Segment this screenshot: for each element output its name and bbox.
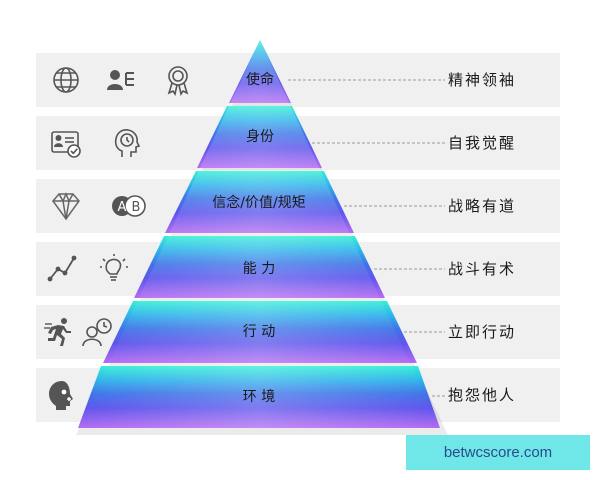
- tier-label-5: 行 动: [242, 324, 276, 340]
- tier-2-icons: [36, 116, 206, 170]
- tier-label-2: 身份: [246, 129, 274, 145]
- line-chart-icon: [47, 255, 77, 282]
- right-label-4: 战斗有术: [448, 260, 517, 278]
- ab-circles-icon: A B: [112, 195, 146, 217]
- tier-5-icons: [36, 305, 206, 359]
- tier-label-4: 能 力: [242, 261, 276, 277]
- tier-3-icons: A B: [36, 179, 206, 233]
- head-clock-icon: [114, 129, 141, 157]
- globe-icon: [53, 67, 79, 93]
- person-clock-icon: [82, 318, 112, 347]
- right-label-3: 战略有道: [448, 197, 517, 215]
- id-card-check-icon: [51, 131, 81, 158]
- running-person-icon: [44, 318, 71, 346]
- right-label-2: 自我觉醒: [448, 134, 517, 152]
- tier-label-3: 信念/价值/规矩: [212, 195, 306, 211]
- tier-1-icons: [36, 53, 206, 107]
- lightbulb-icon: [100, 254, 128, 281]
- tier-label-6: 环 境: [242, 389, 276, 405]
- right-label-6: 抱怨他人: [448, 386, 517, 404]
- award-ribbon-icon: [167, 66, 189, 96]
- person-card-icon: [107, 70, 134, 90]
- tier-label-1: 使命: [246, 72, 274, 88]
- tier-6-icons: [36, 368, 206, 422]
- diamond-icon: [52, 192, 80, 221]
- right-label-1: 精神领袖: [448, 71, 517, 89]
- right-label-5: 立即行动: [448, 323, 517, 341]
- watermark-badge: betwcscore.com: [406, 435, 590, 470]
- svg-text:A: A: [118, 200, 127, 215]
- head-profile-icon: [49, 381, 73, 410]
- svg-text:B: B: [132, 200, 141, 215]
- tier-4-icons: [36, 242, 206, 296]
